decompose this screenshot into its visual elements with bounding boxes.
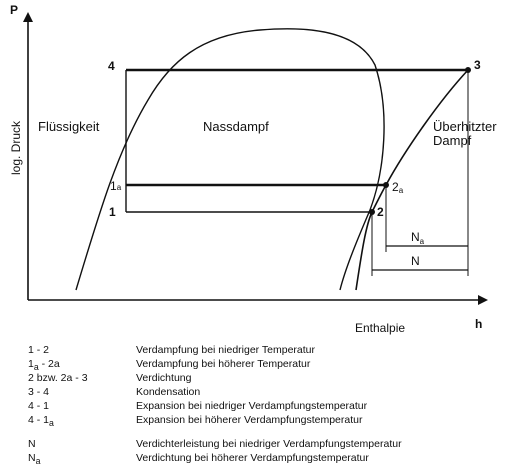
point-1a-label: 1a	[110, 179, 122, 193]
ph-diagram: P log. Druck h Enthalpie 4 3 1a 1 2a 2 F…	[9, 3, 497, 335]
y-axis-letter: P	[10, 3, 18, 17]
legend-row: 4 - 1a Expansion bei höherer Verdampfung…	[28, 414, 363, 429]
legend-row: 2 bzw. 2a - 3 Verdichtung	[28, 372, 192, 385]
legend-row: 3 - 4 Kondensation	[28, 386, 201, 399]
region-superheated-label-2: Dampf	[433, 133, 472, 148]
legend-row: Na Verdichtung bei höherer Verdampfungst…	[28, 451, 369, 466]
x-axis-letter: h	[475, 317, 482, 331]
legend-row: 4 - 1 Expansion bei niedriger Verdampfun…	[28, 400, 368, 413]
legend-row: N Verdichterleistung bei niedriger Verda…	[28, 437, 402, 450]
region-superheated-label-1: Überhitzter	[433, 119, 497, 134]
compression-line	[355, 69, 469, 291]
y-axis-label: log. Druck	[9, 120, 23, 175]
legend-row: 1a - 2a Verdampfung bei höherer Temperat…	[28, 358, 311, 373]
legend-row: 1 - 2 Verdampfung bei niedriger Temperat…	[28, 344, 315, 356]
legend: 1 - 2 Verdampfung bei niedriger Temperat…	[28, 344, 498, 467]
x-axis-label: Enthalpie	[355, 321, 405, 335]
point-3-label: 3	[474, 58, 481, 72]
point-2a-label: 2a	[392, 180, 404, 195]
point-4-label: 4	[108, 59, 115, 73]
region-wet-label: Nassdampf	[203, 119, 269, 134]
region-liquid-label: Flüssigkeit	[38, 119, 100, 134]
point-1-label: 1	[109, 205, 116, 219]
dim-na-label: Na	[411, 230, 425, 246]
dim-n-label: N	[411, 254, 420, 268]
saturation-dome	[75, 28, 385, 291]
point-2-label: 2	[377, 205, 384, 219]
